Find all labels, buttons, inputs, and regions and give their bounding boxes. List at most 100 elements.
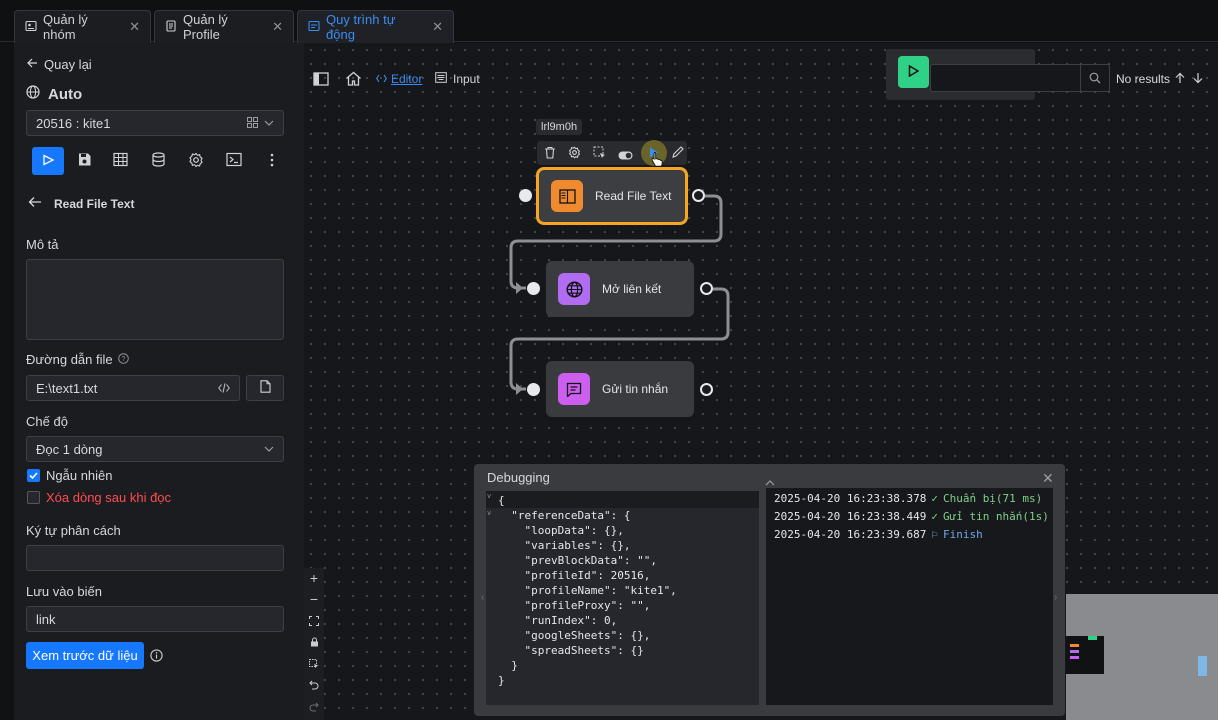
close-icon[interactable]: ✕ [129,19,140,34]
workflow-icon [308,20,320,35]
log-line: 2025-04-20 16:23:38.378✓Chuẩn bị(71 ms) [774,492,1042,505]
profile-select[interactable]: 20516 : kite1 [26,110,284,136]
flag-icon: ⚐ [931,528,938,541]
arrow-down-icon[interactable] [1193,72,1203,87]
node-toolbar [537,140,687,167]
play-icon [908,64,920,80]
check-icon: ✓ [931,510,938,523]
check-icon [29,472,38,480]
browse-file-button[interactable] [246,375,284,401]
node-read-file-text[interactable]: Read File Text [536,167,688,225]
terminal-icon [226,152,242,170]
random-checkbox[interactable] [27,469,40,482]
chevron-down-icon[interactable]: v [487,509,492,517]
search-input[interactable] [930,64,1110,92]
json-line: { [498,494,505,507]
save-button[interactable] [68,147,100,175]
back-link[interactable]: Quay lại [26,57,92,72]
description-textarea[interactable] [26,259,284,340]
file-path-input[interactable]: E:\text1.txt [26,375,240,401]
code-icon[interactable] [218,381,230,396]
tab-quan-ly-profile[interactable]: Quản lý Profile ✕ [154,10,294,43]
chevron-right-icon[interactable]: › [1054,592,1058,603]
grid-icon [247,116,258,131]
breadcrumb-input[interactable]: Input [435,72,480,86]
chevron-left-icon[interactable]: ‹ [481,592,485,603]
save-var-label: Lưu vào biến [26,584,102,599]
zoom-out-icon[interactable]: − [309,591,319,607]
mode-select[interactable]: Đọc 1 dòng [26,436,284,462]
terminal-button[interactable] [218,147,250,175]
json-line: "prevBlockData": "", [498,554,657,567]
minimap-marker [1198,656,1207,676]
keyboard-icon [435,72,447,86]
zoom-in-icon[interactable]: + [309,570,319,586]
toggle-icon[interactable] [618,148,633,163]
debug-panel: Debugging ✕ v v { "referenceData": { "lo… [474,464,1065,716]
variable-input[interactable]: link [26,606,284,632]
preview-data-button[interactable]: Xem trước dữ liệu [26,642,144,669]
separator-label: Ký tự phân cách [26,523,121,538]
search-icon[interactable] [1080,65,1101,91]
chevron-down-icon[interactable]: v [487,492,492,500]
path-label-row: Đường dẫn file ? [26,352,129,367]
json-line: "runIndex": 0, [498,614,618,627]
settings-button[interactable] [180,147,212,175]
undo-icon[interactable] [304,675,324,695]
sidebar-toggle-icon[interactable] [313,72,329,89]
arrow-up-icon[interactable] [1175,72,1185,87]
globe-icon [558,273,590,305]
close-icon[interactable]: ✕ [272,19,283,34]
block-settings-panel: Quay lại Auto 20516 : kite1 Read File Te… [14,43,304,720]
redo-icon[interactable] [304,697,324,717]
minimap-node [1070,656,1079,659]
debug-log-view: 2025-04-20 16:23:38.378✓Chuẩn bị(71 ms)2… [766,488,1053,705]
input-port[interactable] [527,383,540,396]
pencil-icon[interactable] [672,146,684,161]
close-icon[interactable]: ✕ [432,19,443,34]
tab-quy-trinh-tu-dong[interactable]: Quy trình tự động ✕ [297,10,454,43]
node-mo-lien-ket[interactable]: Mở liên kết [546,261,694,317]
input-port[interactable] [519,189,532,202]
gear-icon[interactable] [568,146,581,162]
trash-icon[interactable] [544,146,556,162]
help-icon[interactable]: ? [117,352,129,367]
breadcrumb-editor[interactable]: Editor [376,72,422,86]
close-icon[interactable]: ✕ [1042,470,1054,486]
cursor-hand-icon [651,151,663,170]
database-icon [151,152,166,170]
output-port[interactable] [700,282,713,295]
json-line: "profileName": "kite1", [498,584,677,597]
input-port[interactable] [527,282,540,295]
minimap[interactable] [1066,594,1218,720]
home-icon[interactable] [345,71,362,89]
lock-icon[interactable] [304,632,324,652]
breadcrumb-editor-label: Editor [391,72,423,86]
separator-input[interactable] [26,545,284,571]
select-icon[interactable] [304,654,324,674]
file-path-value: E:\text1.txt [36,380,98,396]
node-gui-tin-nhan[interactable]: Gửi tin nhắn [546,361,694,417]
run-button[interactable] [32,147,64,175]
minimap-node [1070,644,1079,647]
collapse-icon[interactable] [765,474,775,489]
info-icon[interactable] [150,649,163,665]
more-button[interactable] [256,147,288,175]
delete-line-checkbox[interactable] [27,491,40,504]
minimap-node [1088,636,1097,640]
tab-label: Quản lý Profile [183,12,228,42]
fit-view-icon[interactable] [304,611,324,631]
block-header: Read File Text [28,196,134,211]
select-icon[interactable] [593,146,606,162]
database-button[interactable] [142,147,174,175]
play-icon [42,153,55,169]
log-line: 2025-04-20 16:23:38.449✓Gửi tin nhắn(1s) [774,510,1049,523]
log-time: 2025-04-20 16:23:38.378 [774,492,927,505]
tab-quan-ly-nhom[interactable]: Quản lý nhóm ✕ [14,10,151,43]
output-port[interactable] [700,383,713,396]
run-workflow-button[interactable] [898,56,929,88]
random-label: Ngẫu nhiên [46,468,113,483]
table-button[interactable] [104,147,136,175]
arrow-left-icon[interactable] [28,196,42,211]
output-port[interactable] [692,189,705,202]
